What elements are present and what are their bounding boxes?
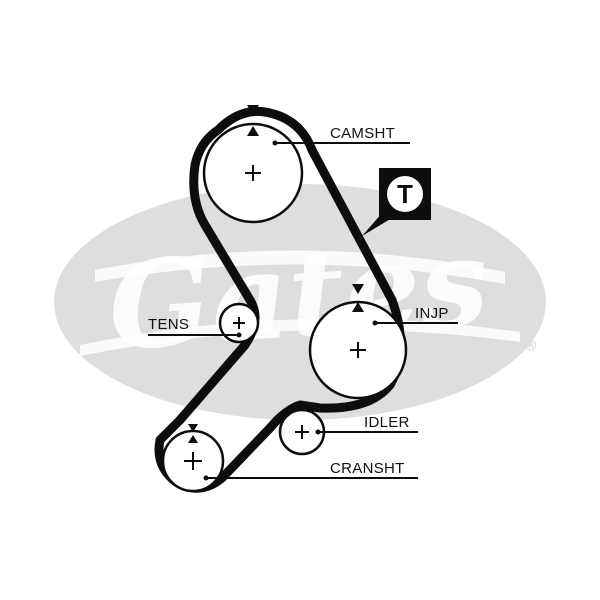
tensioner-center-mark [233,317,245,329]
watermark-swoosh-bottom [80,318,520,356]
watermark-ellipse [54,184,546,420]
label-crankshaft: CRANSHT [330,460,405,477]
watermark-brand-text: Gates [104,211,492,378]
idler-center-mark [295,425,309,439]
label-injection-pump: INJP [415,305,449,322]
camshaft-timing-arrow-up [247,126,259,136]
tensioner-badge: T [362,168,431,236]
tensioner-pulley [148,302,260,344]
idler-pulley [278,408,418,456]
crankshaft-center-mark [184,452,202,470]
label-idler: IDLER [364,414,410,431]
injection-pump-center-mark [350,342,366,358]
injection-pump-leader-dot [372,320,378,326]
badge-circle [387,176,423,212]
injection-pump-timing-arrow-down [352,284,364,294]
watermark-registered-mark: ® [524,338,538,354]
crankshaft-pulley [161,424,418,493]
camshaft-leader-dot [272,140,278,146]
label-camshaft: CAMSHT [330,125,395,142]
injection-pump-timing-arrow-up [352,302,364,312]
camshaft-timing-arrow-down [247,105,259,115]
camshaft-pulley [202,105,410,224]
watermark-swoosh-top [95,250,505,284]
camshaft-center-mark [245,165,261,181]
crankshaft-timing-arrow-down [188,424,198,432]
crankshaft-timing-arrow-up [188,435,198,443]
gates-watermark: Gates ® [54,184,546,420]
badge-pointer [362,212,392,236]
label-tensioner: TENS [148,316,189,333]
timing-belt [154,106,405,493]
badge-letter: T [397,179,413,209]
tensioner-leader-dot [236,332,242,338]
idler-leader-dot [315,429,321,435]
injection-pump-pulley [308,284,458,400]
crankshaft-leader-dot [203,475,209,481]
